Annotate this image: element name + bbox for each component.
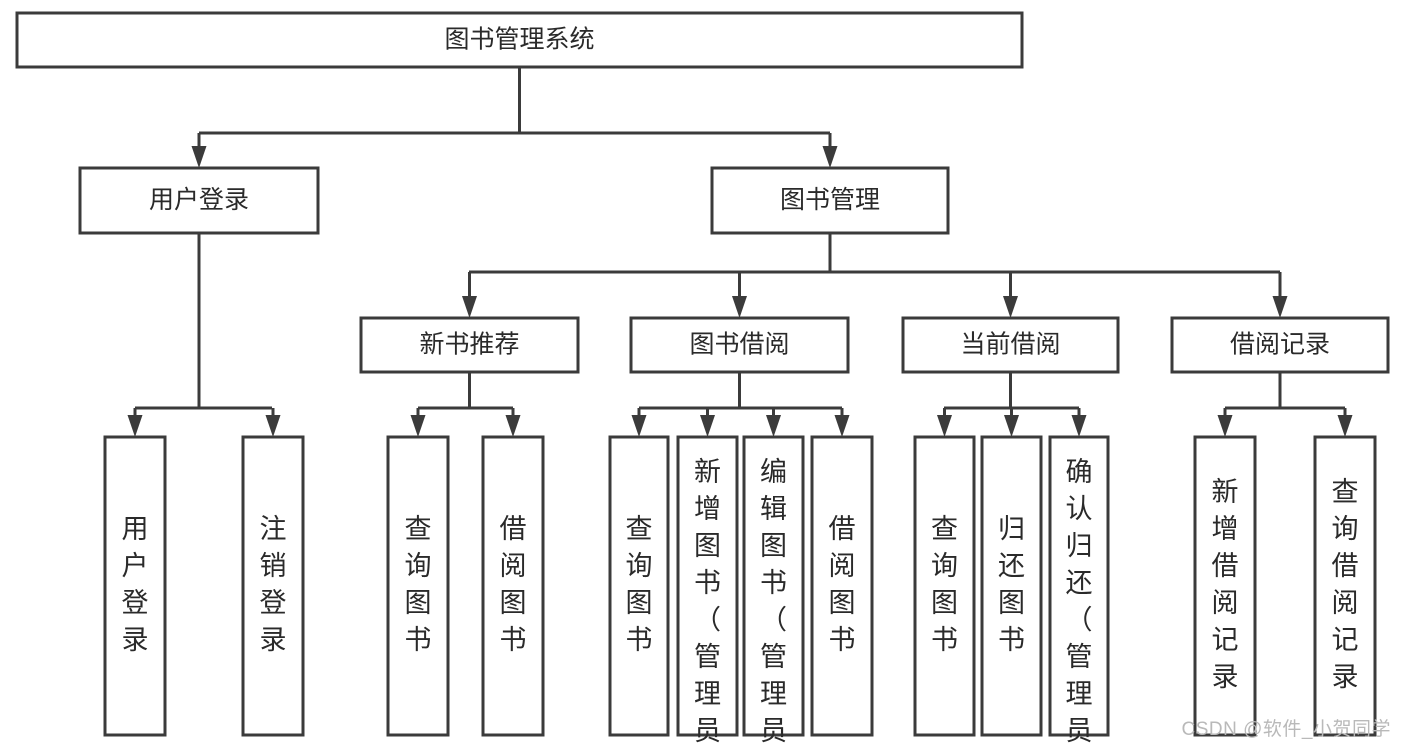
connector-layer: [127, 67, 1353, 437]
node-label-leaf-query-book-current: 查询图书: [931, 514, 958, 655]
node-label-new-book-recommend: 新书推荐: [419, 331, 519, 359]
connector-to-leaf-confirm-return: [1071, 408, 1087, 437]
connector-to-leaf-add-borrow-record: [1217, 408, 1233, 437]
connector-group-book-manage: [469, 233, 1280, 274]
node-leaf-return-book[interactable]: 归还图书: [980, 435, 1043, 737]
node-label-leaf-borrow-book-recommend: 借阅图书: [500, 514, 527, 655]
node-leaf-confirm-return[interactable]: 确认归还（管理员）: [1048, 435, 1110, 747]
connector-group-root: [199, 67, 830, 135]
node-borrow-record[interactable]: 借阅记录: [1170, 316, 1390, 374]
node-user-login[interactable]: 用户登录: [78, 166, 320, 235]
connector-to-leaf-user-login: [127, 408, 143, 437]
connector-group-new-book-recommend: [418, 372, 513, 410]
node-label-leaf-logout: 注销登录: [260, 514, 287, 655]
connector-to-user-login: [191, 133, 207, 168]
connector-to-leaf-query-book-borrow: [631, 408, 647, 437]
connector-to-new-book-recommend: [462, 272, 477, 318]
connector-to-leaf-query-borrow-record: [1337, 408, 1353, 437]
node-new-book-recommend[interactable]: 新书推荐: [359, 316, 580, 374]
node-leaf-query-borrow-record[interactable]: 查询借阅记录: [1313, 435, 1377, 737]
node-label-book-manage: 图书管理: [780, 186, 880, 214]
node-label-borrow-record: 借阅记录: [1230, 331, 1330, 359]
node-book-manage[interactable]: 图书管理: [710, 166, 950, 235]
connector-to-book-manage: [822, 133, 838, 168]
connector-to-borrow-record: [1272, 272, 1288, 318]
node-leaf-query-book-borrow[interactable]: 查询图书: [608, 435, 670, 737]
node-leaf-query-book-current[interactable]: 查询图书: [913, 435, 976, 737]
node-leaf-borrow-book[interactable]: 借阅图书: [810, 435, 874, 737]
connector-group-user-login: [135, 233, 272, 410]
connector-to-leaf-return-book: [1004, 408, 1019, 437]
connector-to-leaf-logout: [265, 408, 281, 437]
connector-group-current-borrow: [944, 372, 1079, 410]
node-label-leaf-borrow-book: 借阅图书: [829, 514, 856, 655]
node-label-current-borrow: 当前借阅: [960, 331, 1060, 359]
connector-to-book-borrow: [732, 272, 747, 318]
node-leaf-add-book[interactable]: 新增图书（管理员）: [676, 435, 739, 747]
node-label-leaf-return-book: 归还图书: [998, 514, 1025, 655]
node-label-leaf-query-book-borrow: 查询图书: [626, 514, 653, 655]
connector-to-leaf-query-book-current: [937, 408, 952, 437]
node-label-leaf-edit-book: 编辑图书（管理员）: [760, 457, 787, 747]
node-layer: 图书管理系统用户登录图书管理新书推荐图书借阅当前借阅借阅记录用户登录注销登录查询…: [15, 11, 1390, 747]
node-label-leaf-add-book: 新增图书（管理员）: [694, 457, 721, 747]
node-label-user-login: 用户登录: [149, 186, 249, 214]
node-label-leaf-query-book-recommend: 查询图书: [405, 514, 432, 655]
node-root[interactable]: 图书管理系统: [15, 11, 1024, 69]
node-label-leaf-confirm-return: 确认归还（管理员）: [1066, 457, 1093, 747]
connector-group-borrow-record: [1225, 372, 1345, 410]
connector-to-current-borrow: [1003, 272, 1018, 318]
connector-to-leaf-add-book: [700, 408, 715, 437]
node-leaf-logout[interactable]: 注销登录: [241, 435, 305, 737]
node-book-borrow[interactable]: 图书借阅: [629, 316, 850, 374]
connector-to-leaf-borrow-book: [834, 408, 850, 437]
node-leaf-edit-book[interactable]: 编辑图书（管理员）: [742, 435, 805, 747]
node-leaf-user-login[interactable]: 用户登录: [103, 435, 167, 737]
node-current-borrow[interactable]: 当前借阅: [901, 316, 1120, 374]
connector-to-leaf-query-book-recommend: [410, 408, 426, 437]
node-label-book-borrow: 图书借阅: [689, 331, 789, 359]
node-leaf-add-borrow-record[interactable]: 新增借阅记录: [1193, 435, 1257, 737]
connector-group-book-borrow: [639, 372, 842, 410]
node-label-leaf-user-login: 用户登录: [122, 514, 149, 655]
node-label-root: 图书管理系统: [444, 26, 594, 54]
node-leaf-query-book-recommend[interactable]: 查询图书: [386, 435, 450, 737]
node-leaf-borrow-book-recommend[interactable]: 借阅图书: [481, 435, 545, 737]
node-label-leaf-query-borrow-record: 查询借阅记录: [1332, 477, 1359, 692]
node-label-leaf-add-borrow-record: 新增借阅记录: [1212, 477, 1239, 692]
connector-to-leaf-edit-book: [766, 408, 781, 437]
connector-to-leaf-borrow-book-recommend: [505, 408, 521, 437]
